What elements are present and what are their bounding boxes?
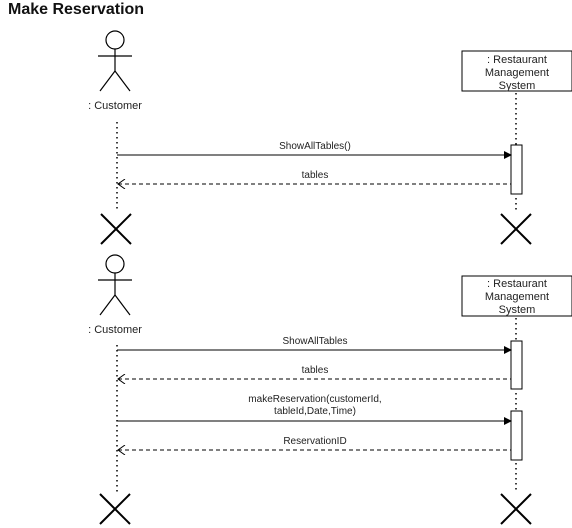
- system-label-line-2: Management: [485, 67, 549, 79]
- message-label: tables: [302, 365, 329, 376]
- customer-actor-icon: [98, 30, 132, 92]
- diagram-title: Make Reservation: [8, 1, 145, 18]
- activation-bar: [510, 340, 523, 390]
- sequence-diagram-2: : Customer : Restaurant Management Syste…: [88, 254, 572, 525]
- message-call: ShowAllTables(): [117, 141, 512, 159]
- customer-destroy-icon: [100, 213, 132, 245]
- system-label-line-1: : Restaurant: [487, 54, 547, 66]
- message-label: ReservationID: [283, 436, 346, 447]
- system-label-line-3: System: [499, 80, 536, 92]
- customer-actor-icon: [98, 254, 132, 316]
- restaurant-system-box: : Restaurant Management System: [461, 275, 572, 317]
- message-label: ShowAllTables: [282, 336, 347, 347]
- customer-actor-label: : Customer: [88, 324, 142, 336]
- system-destroy-icon: [500, 213, 532, 245]
- message-label: ShowAllTables(): [279, 141, 351, 152]
- customer-destroy-icon: [99, 493, 131, 525]
- customer-actor-label: : Customer: [88, 100, 142, 112]
- message-call: ShowAllTables: [117, 336, 512, 354]
- message-return: tables: [118, 170, 511, 184]
- activation-bar: [510, 144, 523, 195]
- message-return: ReservationID: [118, 436, 511, 450]
- activation-bar: [510, 410, 523, 461]
- message-label-line-2: tableId,Date,Time): [274, 406, 356, 417]
- system-destroy-icon: [500, 493, 532, 525]
- system-label-line-1: : Restaurant: [487, 278, 547, 290]
- sequence-diagram-1: : Customer : Restaurant Management Syste…: [88, 30, 572, 245]
- restaurant-system-box: : Restaurant Management System: [461, 50, 572, 92]
- message-label-line-1: makeReservation(customerId,: [248, 394, 381, 405]
- message-label: tables: [302, 170, 329, 181]
- message-return: tables: [118, 365, 511, 379]
- system-label-line-2: Management: [485, 291, 549, 303]
- system-label-line-3: System: [499, 304, 536, 316]
- message-call: makeReservation(customerId, tableId,Date…: [117, 394, 512, 425]
